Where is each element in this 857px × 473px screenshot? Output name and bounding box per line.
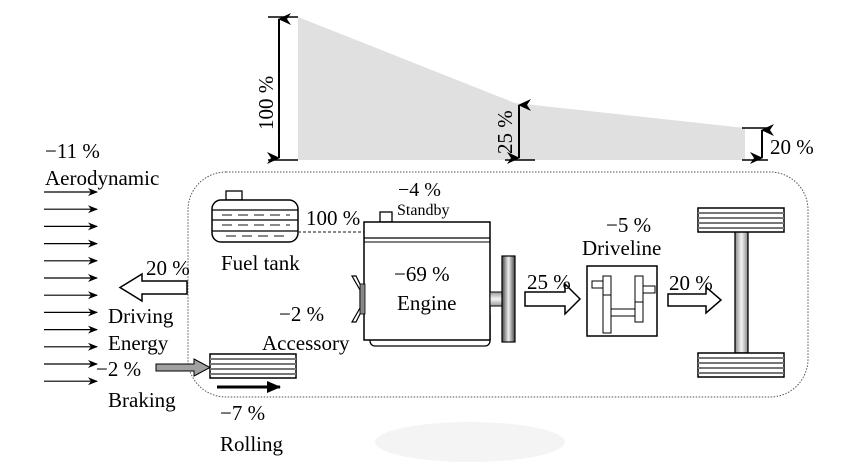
fuel-output-value: 100 % — [306, 206, 360, 230]
profile-label-25: 25 % — [493, 110, 517, 154]
energy-profile: 100 % 25 % 20 % — [254, 12, 814, 164]
air-flow-arrows — [44, 188, 98, 386]
driving-energy-label-2: Energy — [108, 331, 169, 355]
engine-output-value: 25 % — [527, 270, 571, 294]
axle-icon — [697, 207, 785, 378]
wheel-bottom-icon — [697, 352, 785, 378]
driveline-group: −5 % Driveline — [582, 213, 661, 337]
background-smudge — [375, 422, 565, 462]
energy-profile-area — [298, 17, 745, 160]
driving-energy-label-1: Driving — [108, 304, 174, 328]
driving-energy-arrow — [118, 272, 188, 303]
braking-value: −2 % — [96, 357, 141, 381]
driveline-output-arrow — [667, 285, 723, 315]
rolling-label: Rolling — [220, 432, 284, 456]
rolling-group: −7 % Rolling — [209, 353, 297, 456]
driveline-output-group: 20 % — [667, 271, 723, 315]
driving-energy-group: 20 % Driving Energy — [108, 256, 190, 355]
aerodynamic-label: Aerodynamic — [45, 166, 159, 190]
aerodynamic-value: −11 % — [45, 139, 100, 163]
wheel-top-icon — [697, 207, 785, 233]
accessory-label: Accessory — [262, 331, 350, 355]
gearbox-icon — [586, 265, 658, 337]
engine-icon — [350, 211, 516, 347]
fuel-tank-label: Fuel tank — [221, 251, 300, 275]
fuel-tank-group: Fuel tank 100 % — [211, 190, 365, 275]
engine-output-group: 25 % — [524, 270, 582, 316]
driveline-output-value: 20 % — [669, 271, 713, 295]
engine-output-arrow — [524, 282, 582, 316]
braking-label: Braking — [108, 388, 176, 412]
engine-value: −69 % — [394, 262, 450, 286]
tire-icon — [209, 353, 297, 379]
profile-label-20: 20 % — [770, 135, 814, 159]
engine-group: −4 % Standby −69 % Engine — [350, 179, 516, 347]
vehicle-boundary — [187, 171, 809, 398]
flywheel-icon — [501, 255, 516, 343]
driveline-value: −5 % — [606, 213, 651, 237]
fuel-tank-icon — [211, 190, 299, 243]
driveline-label: Driveline — [582, 236, 661, 260]
driving-energy-value: 20 % — [146, 256, 190, 280]
standby-label: Standby — [397, 202, 449, 219]
engine-label: Engine — [397, 291, 456, 315]
standby-value: −4 % — [398, 179, 441, 201]
profile-label-100: 100 % — [254, 76, 278, 130]
accessory-group: −2 % Accessory — [262, 302, 350, 355]
accessory-value: −2 % — [279, 302, 324, 326]
braking-arrow — [155, 358, 212, 377]
aerodynamic-group: −11 % Aerodynamic — [44, 139, 159, 386]
rolling-value: −7 % — [220, 401, 265, 425]
braking-group: −2 % Braking — [96, 357, 212, 412]
